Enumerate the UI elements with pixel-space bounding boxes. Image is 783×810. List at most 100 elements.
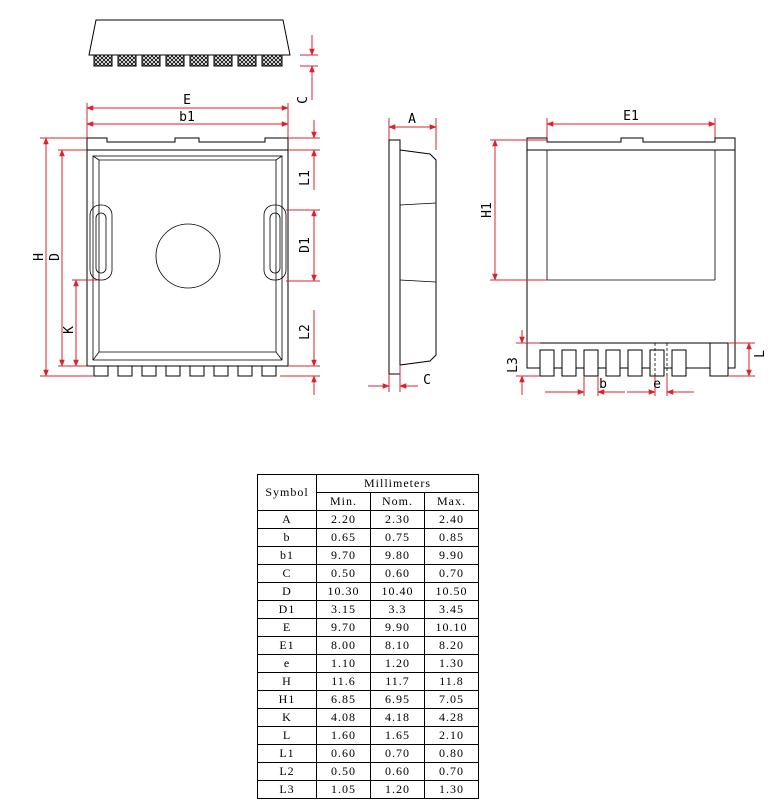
cell-nom: 4.18 — [370, 708, 425, 727]
right-slot — [263, 204, 287, 281]
label-b1: b1 — [179, 110, 195, 125]
cell-min: 1.60 — [316, 726, 371, 745]
cell-nom: 3.3 — [370, 600, 425, 619]
cell-max: 11.8 — [424, 672, 479, 691]
side-view: A C — [368, 112, 437, 392]
cell-min: 0.65 — [316, 528, 371, 547]
table-subheader-row: Min. Nom. Max. — [258, 492, 479, 511]
cell-min: 1.05 — [316, 780, 371, 799]
cell-min: 0.60 — [316, 744, 371, 763]
back-tab — [526, 137, 736, 151]
side-lead — [388, 139, 401, 375]
label-K: K — [62, 326, 77, 334]
cell-nom: 10.40 — [370, 582, 425, 601]
label-A: A — [408, 112, 416, 127]
cell-symbol: D — [257, 582, 317, 601]
cell-max: 4.28 — [424, 708, 479, 727]
cell-nom: 6.95 — [370, 690, 425, 709]
cell-max: 10.50 — [424, 582, 479, 601]
label-b: b — [599, 377, 607, 392]
cell-symbol: e — [257, 654, 317, 673]
cell-min: 3.15 — [316, 600, 371, 619]
cell-nom: 0.75 — [370, 528, 425, 547]
front-view: E b1 H D — [32, 93, 320, 395]
cell-max: 0.80 — [424, 744, 479, 763]
cell-nom: 9.80 — [370, 546, 425, 565]
cell-nom: 11.7 — [370, 672, 425, 691]
cell-nom: 2.30 — [370, 510, 425, 529]
cell-symbol: b1 — [257, 546, 317, 565]
label-C-side: C — [423, 373, 431, 388]
cell-min: 8.00 — [316, 636, 371, 655]
front-leads — [93, 365, 277, 377]
cell-symbol: L1 — [257, 744, 317, 763]
top-view-leads — [93, 54, 283, 67]
nom-header: Nom. — [370, 492, 425, 511]
cell-min: 0.50 — [316, 762, 371, 781]
cell-max: 2.40 — [424, 510, 479, 529]
cell-min: 11.6 — [316, 672, 371, 691]
cell-max: 7.05 — [424, 690, 479, 709]
label-H: H — [32, 253, 47, 261]
top-view: C — [88, 19, 318, 104]
unit-header: Millimeters — [316, 474, 479, 493]
cell-max: 0.85 — [424, 528, 479, 547]
top-view-body — [88, 19, 291, 56]
cell-min: 9.70 — [316, 546, 371, 565]
back-leads — [539, 342, 729, 377]
cell-nom: 1.20 — [370, 654, 425, 673]
cell-min: 9.70 — [316, 618, 371, 637]
table-header-row: Symbol Millimeters — [257, 474, 479, 511]
back-view: E1 H1 L3 L — [480, 109, 768, 396]
cell-min: 1.10 — [316, 654, 371, 673]
cell-nom: 1.20 — [370, 780, 425, 799]
label-e: e — [653, 377, 661, 392]
cell-min: 4.08 — [316, 708, 371, 727]
cell-nom: 0.60 — [370, 762, 425, 781]
front-body — [86, 149, 289, 367]
cell-min: 10.30 — [316, 582, 371, 601]
label-E: E — [183, 93, 191, 108]
label-L2: L2 — [298, 324, 313, 340]
cell-max: 0.70 — [424, 564, 479, 583]
cell-symbol: L2 — [257, 762, 317, 781]
label-D1: D1 — [298, 237, 313, 253]
max-header: Max. — [424, 492, 479, 511]
cell-nom: 0.60 — [370, 564, 425, 583]
cell-min: 0.50 — [316, 564, 371, 583]
center-dimple — [155, 223, 221, 289]
label-L3: L3 — [506, 357, 521, 373]
cell-max: 9.90 — [424, 546, 479, 565]
label-L1: L1 — [298, 170, 313, 186]
cell-min: 2.20 — [316, 510, 371, 529]
cell-symbol: C — [257, 564, 317, 583]
cell-max: 3.45 — [424, 600, 479, 619]
label-D: D — [48, 253, 63, 261]
symbol-header: Symbol — [257, 474, 317, 511]
cell-max: 2.10 — [424, 726, 479, 745]
label-H1: H1 — [480, 202, 495, 218]
cell-symbol: K — [257, 708, 317, 727]
cell-nom: 0.70 — [370, 744, 425, 763]
front-bevel — [92, 155, 283, 361]
label-L: L — [753, 350, 768, 358]
cell-max: 8.20 — [424, 636, 479, 655]
cell-symbol: b — [257, 528, 317, 547]
cell-nom: 1.65 — [370, 726, 425, 745]
cell-nom: 8.10 — [370, 636, 425, 655]
min-header: Min. — [316, 492, 371, 511]
